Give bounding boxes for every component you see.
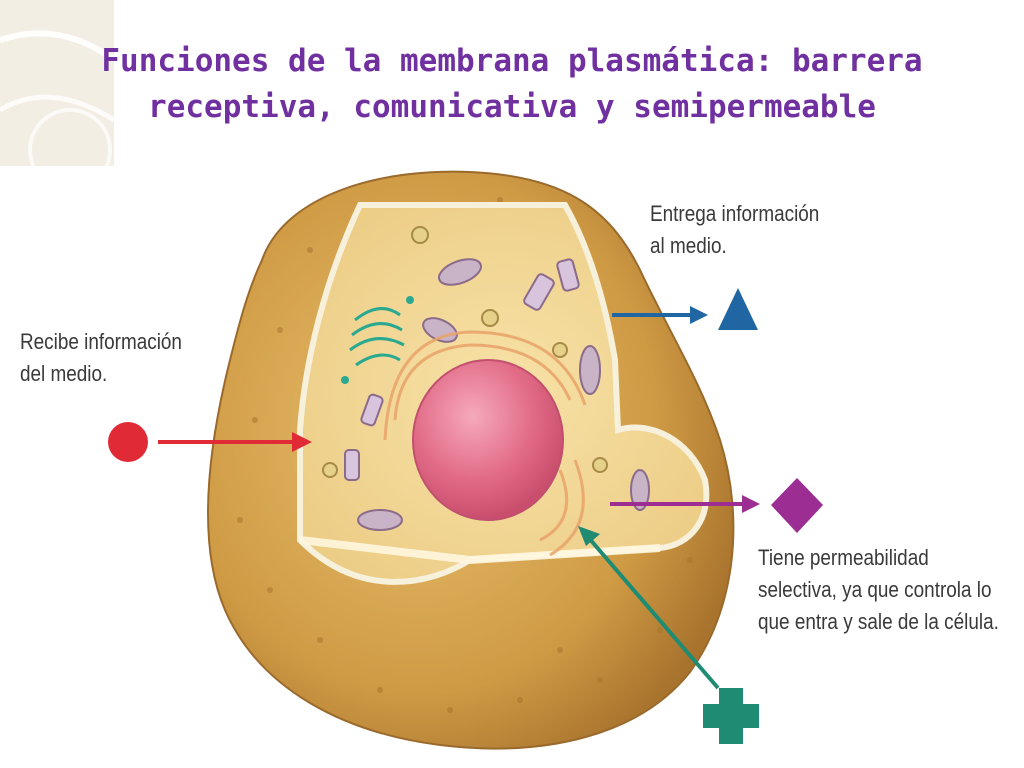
title-line-1: Funciones de la membrana plasmática: bar…: [101, 43, 923, 79]
label-emits-line-1: Entrega información: [650, 201, 820, 226]
label-emits-line-2: al medio.: [650, 233, 727, 258]
entry-arrow: [578, 526, 720, 690]
diamond-icon: [771, 478, 823, 533]
label-perm-line-2: selectiva, ya que controla lo: [758, 577, 992, 602]
emits-arrow: [612, 306, 708, 324]
slide-title: Funciones de la membrana plasmática: bar…: [40, 38, 984, 130]
label-perm-line-1: Tiene permeabilidad: [758, 545, 929, 570]
label-receives-line-1: Recibe información: [20, 329, 182, 354]
receives-arrow: [158, 432, 312, 452]
permeability-arrow: [610, 495, 760, 513]
cross-icon: [703, 688, 759, 744]
label-receives-information: Recibe información del medio.: [20, 326, 182, 390]
corner-decoration: [0, 0, 114, 166]
nucleus: [412, 359, 564, 521]
triangle-icon: [718, 288, 758, 330]
organelles: [322, 226, 650, 557]
title-line-2: receptiva, comunicativa y semipermeable: [148, 89, 876, 125]
label-selective-permeability: Tiene permeabilidad selectiva, ya que co…: [758, 542, 999, 638]
membrane-pores: [237, 197, 693, 713]
circle-icon: [108, 422, 148, 462]
label-receives-line-2: del medio.: [20, 361, 108, 386]
label-perm-line-3: que entra y sale de la célula.: [758, 609, 999, 634]
label-emits-information: Entrega información al medio.: [650, 198, 819, 262]
